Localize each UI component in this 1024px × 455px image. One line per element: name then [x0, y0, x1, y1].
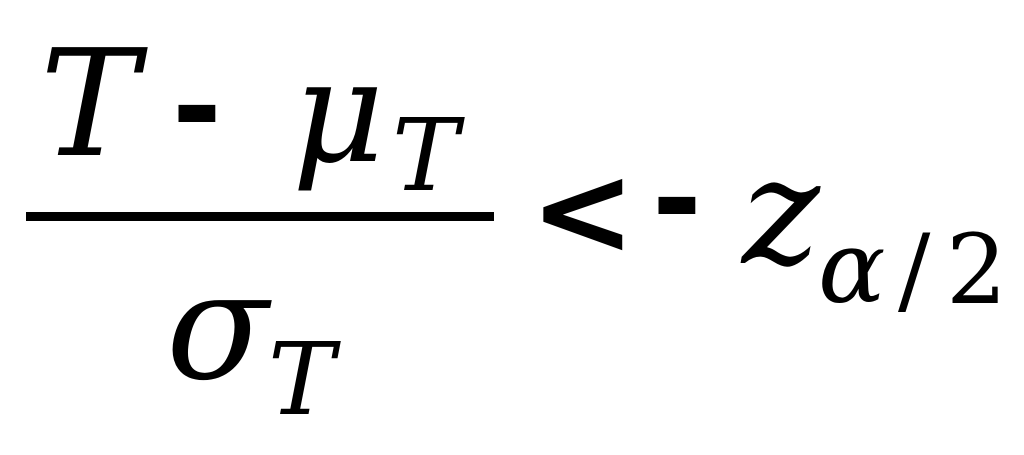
fraction-bar: [26, 212, 494, 221]
subscript-two: 2: [946, 214, 1008, 326]
mu-symbol: μ: [292, 30, 385, 195]
numerator-variable-t: T: [40, 18, 139, 190]
less-than-sign: <: [530, 137, 636, 284]
sigma-symbol: σ: [166, 240, 269, 414]
critical-value-z: z: [742, 126, 820, 298]
sigma-subscript-t: T: [268, 321, 335, 438]
subscript-slash: /: [898, 214, 931, 326]
mu-subscript-t: T: [392, 97, 459, 214]
alpha-symbol: α: [818, 209, 886, 326]
numerator-minus-sign: -: [172, 38, 222, 177]
rhs-minus-sign: -: [652, 130, 702, 269]
